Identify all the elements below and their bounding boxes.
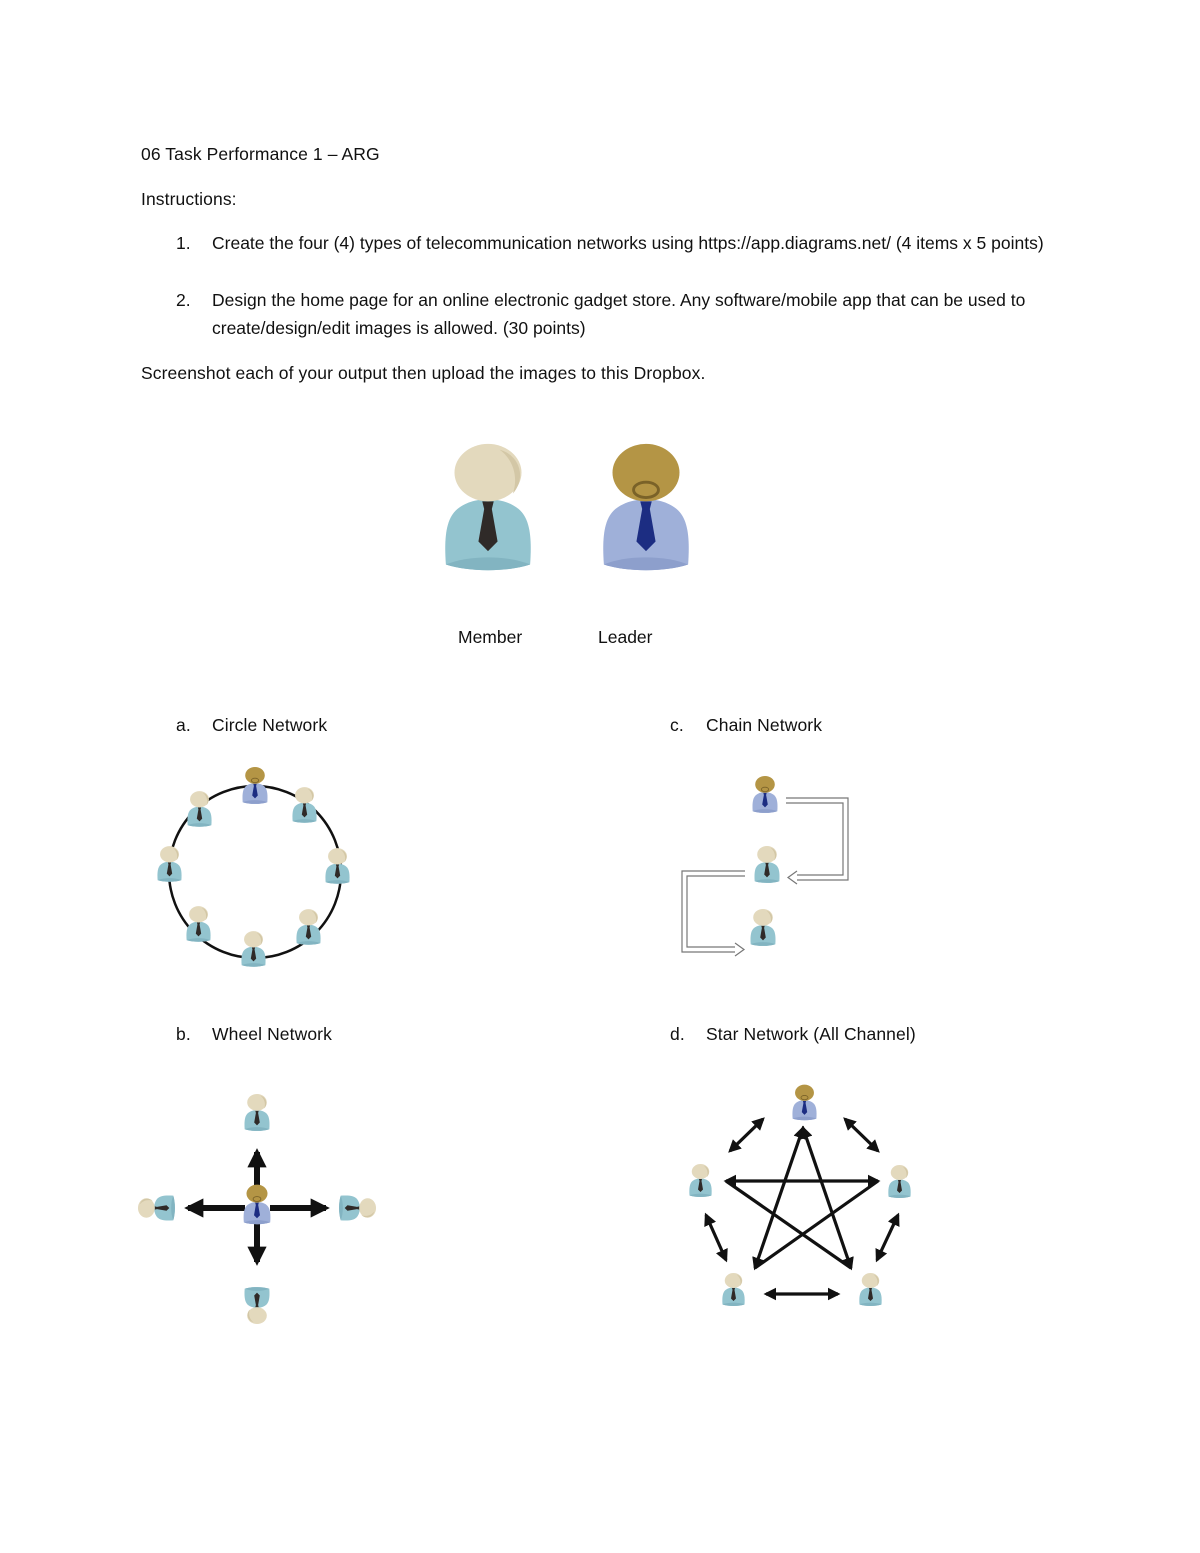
member-icon [689, 1164, 712, 1197]
member-icon [186, 906, 211, 942]
member-icon [750, 908, 776, 946]
legend-leader-label: Leader [598, 627, 653, 647]
instruction-number: 1. [176, 233, 191, 253]
leader-icon [243, 1184, 271, 1225]
member-icon [292, 787, 317, 823]
member-icon [325, 848, 350, 884]
network-letter: d. [670, 1024, 685, 1044]
network-letter: a. [176, 715, 191, 735]
member-icon [859, 1273, 882, 1306]
circle-network-diagram [157, 766, 350, 967]
instruction-text: Design the home page for an online elect… [212, 290, 1026, 338]
legend-member-label: Member [458, 627, 523, 647]
member-icon [241, 931, 266, 967]
wheel-network-diagram [137, 1093, 377, 1325]
chain-arrow-1 [786, 797, 849, 885]
member-icon [722, 1273, 745, 1306]
leader-icon [791, 1084, 818, 1121]
member-icon [339, 1195, 377, 1221]
network-name: Star Network (All Channel) [706, 1024, 916, 1044]
network-name: Wheel Network [212, 1024, 332, 1044]
network-letter: c. [670, 715, 684, 735]
member-icon [137, 1195, 175, 1221]
member-icon [244, 1287, 270, 1325]
member-icon [754, 845, 780, 883]
member-icon [296, 909, 321, 945]
legend-leader-icon [601, 442, 691, 572]
network-letter: b. [176, 1024, 191, 1044]
legend-member-icon [445, 443, 531, 571]
star-network-diagram [689, 1084, 911, 1306]
member-icon [244, 1093, 270, 1131]
network-name: Circle Network [212, 715, 328, 735]
instruction-text: Create the four (4) types of telecommuni… [212, 233, 1044, 253]
member-icon [157, 846, 182, 882]
leader-icon [751, 775, 779, 814]
chain-network-diagram [681, 775, 849, 957]
instruction-number: 2. [176, 290, 191, 310]
chain-arrow-2 [681, 870, 746, 957]
footer-note: Screenshot each of your output then uplo… [141, 363, 706, 383]
member-icon [888, 1165, 911, 1198]
member-icon [187, 791, 212, 827]
document-title: 06 Task Performance 1 – ARG [141, 144, 380, 164]
network-name: Chain Network [706, 715, 823, 735]
instructions-heading: Instructions: [141, 189, 237, 209]
